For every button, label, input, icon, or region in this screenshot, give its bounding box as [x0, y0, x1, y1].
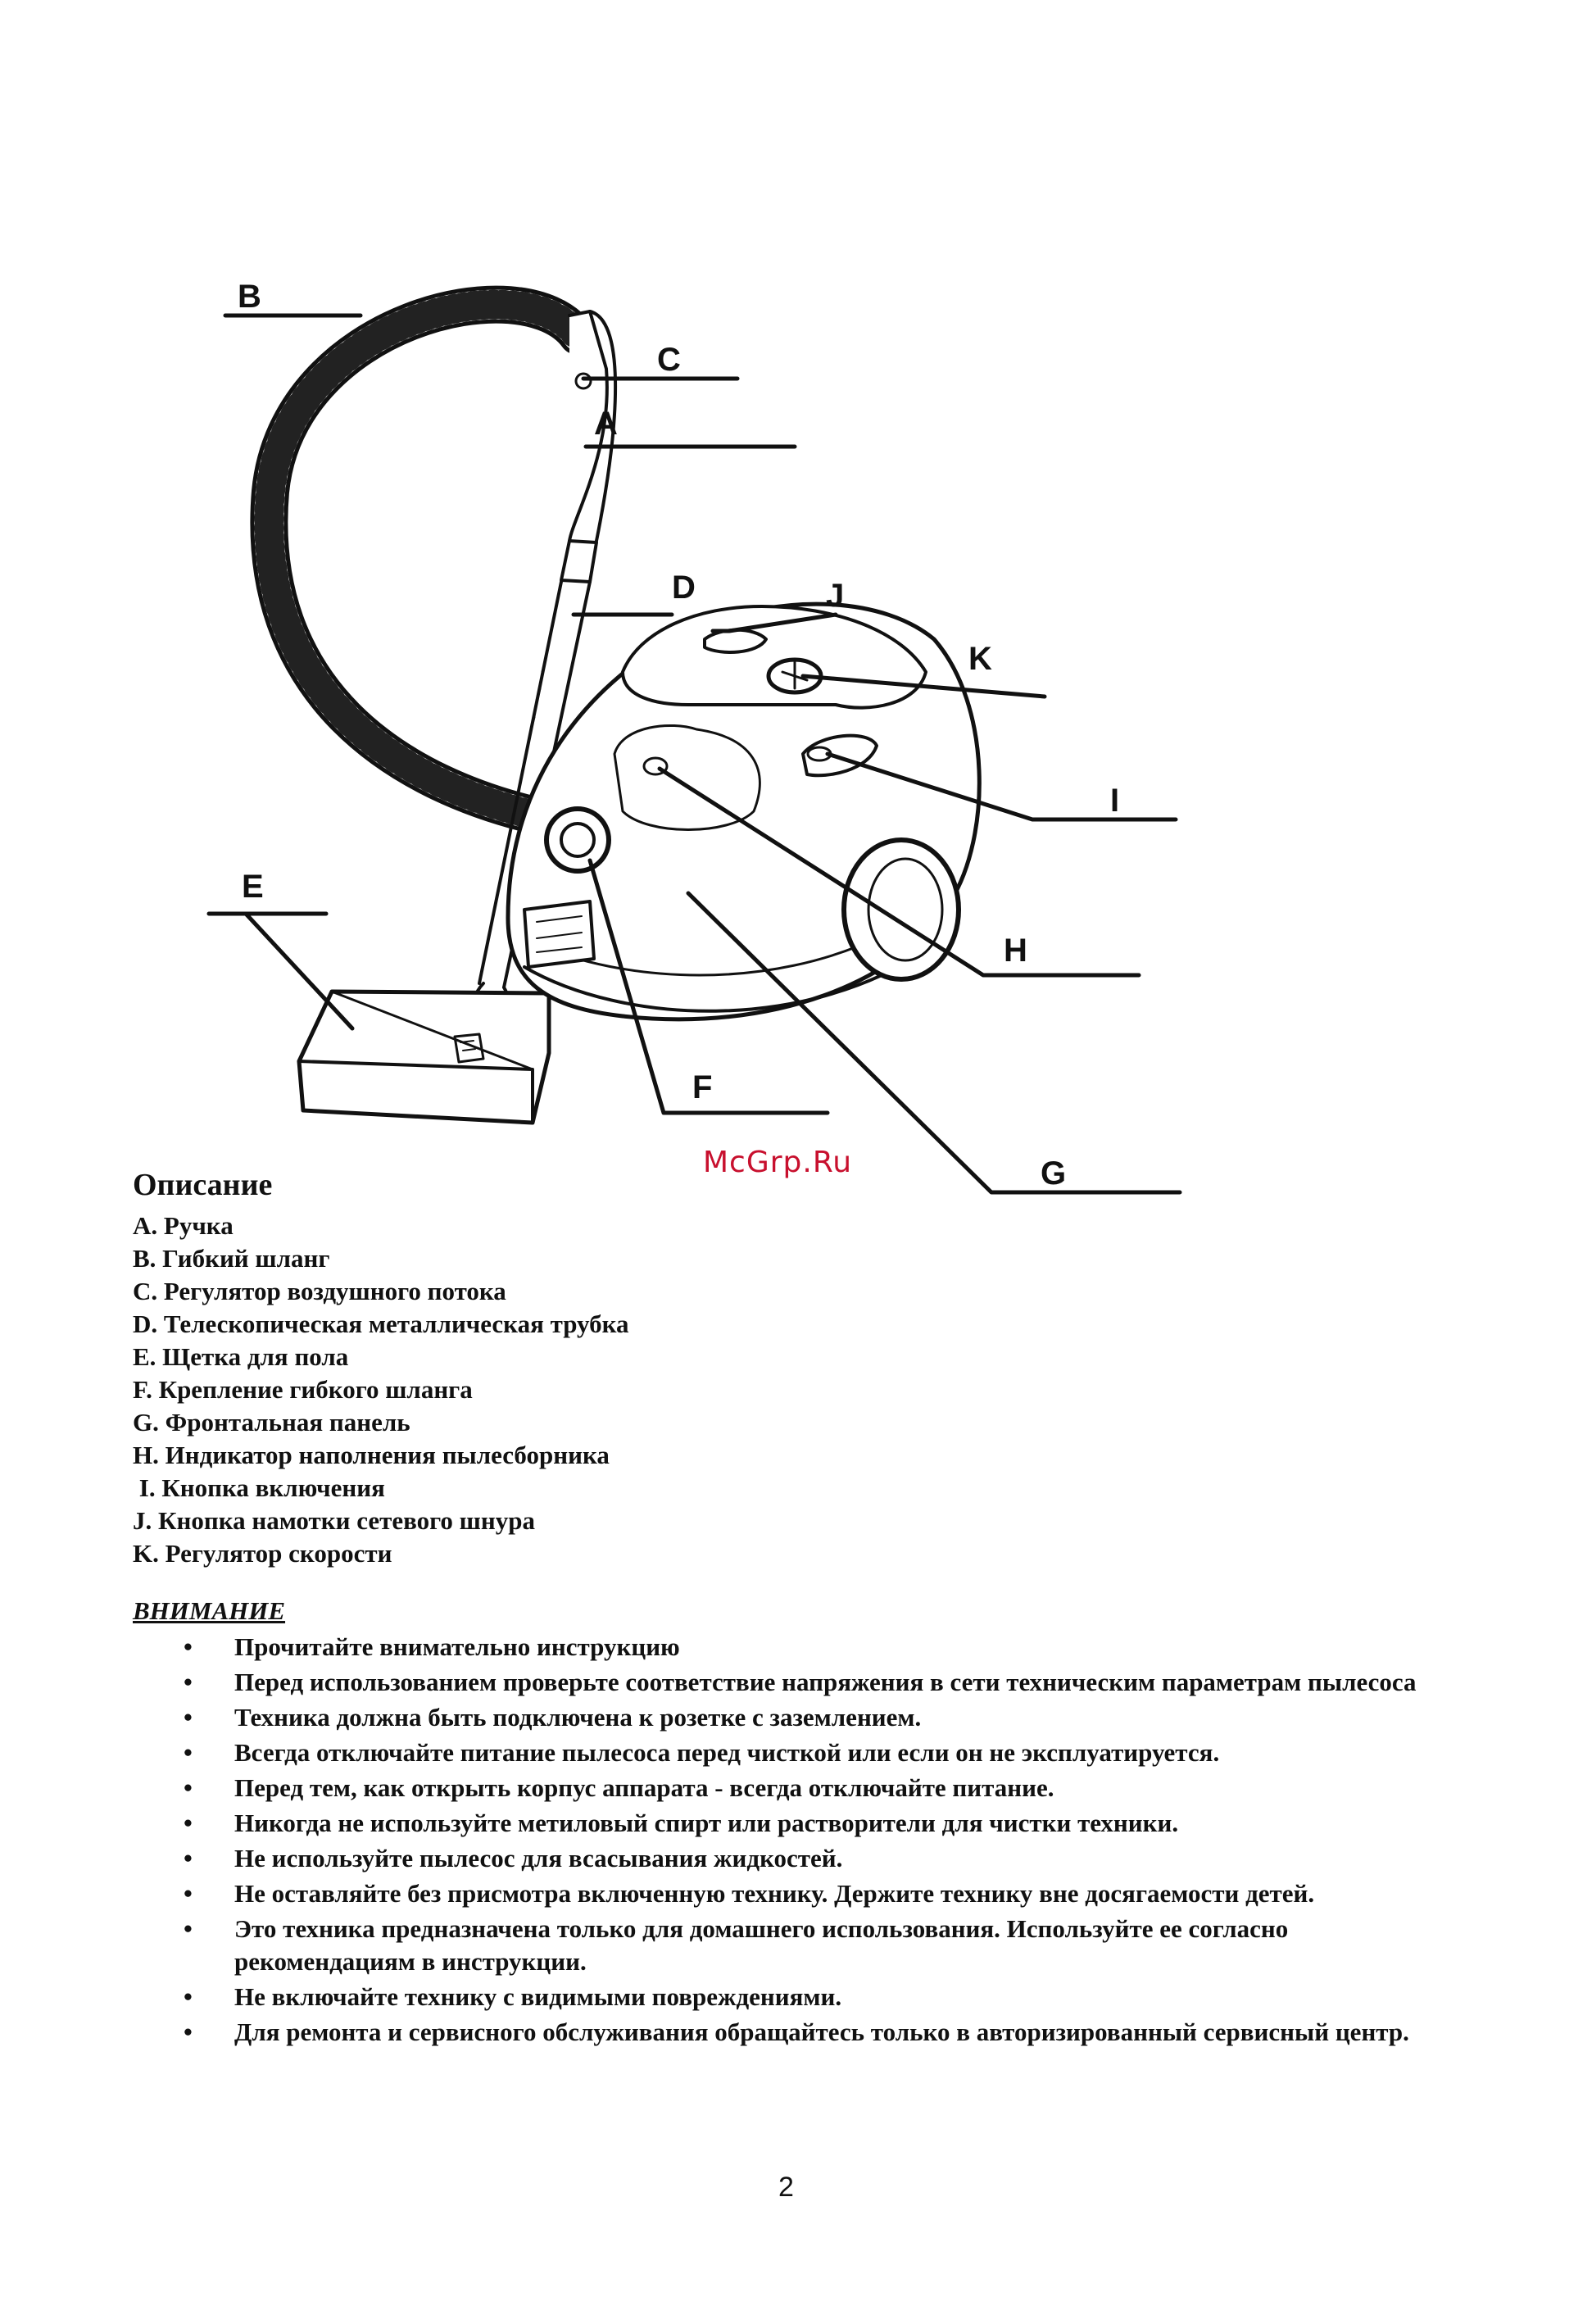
warning-text: Перед тем, как открыть корпус аппарата -… — [234, 1773, 1054, 1802]
bullet-icon: • — [184, 1632, 193, 1661]
warning-text: Это техника предназначена только для дом… — [234, 1914, 1289, 1976]
floor-brush-drawing — [297, 989, 551, 1125]
warning-text: Техника должна быть подключена к розетке… — [234, 1703, 922, 1732]
callout-f: F — [692, 1069, 712, 1105]
warning-text: Прочитайте внимательно инструкцию — [234, 1632, 680, 1661]
warning-text: Для ремонта и сервисного обслуживания об… — [234, 2018, 1409, 2046]
callout-e: E — [242, 869, 264, 905]
flexible-hose-drawing — [250, 285, 596, 838]
vacuum-cleaner-diagram: A B C D E F G H I J K — [206, 279, 1182, 1195]
part-item: E. Щетка для пола — [133, 1342, 349, 1371]
bullet-icon: • — [184, 1668, 193, 1696]
bullet-icon: • — [184, 1914, 193, 1943]
callout-a: A — [594, 406, 618, 442]
part-item: D. Телескопическая металлическая трубка — [133, 1310, 629, 1338]
callout-c: C — [657, 342, 681, 378]
warning-text: Никогда не используйте метиловый спирт и… — [234, 1809, 1179, 1837]
bullet-icon: • — [184, 1879, 193, 1908]
bullet-icon: • — [184, 2018, 193, 2046]
warning-text: Не включайте технику с видимыми поврежде… — [234, 1982, 842, 2011]
bullet-icon: • — [184, 1773, 193, 1802]
warning-list: • Прочитайте внимательно инструкцию • Пере… — [180, 1631, 1458, 2051]
part-item: H. Индикатор наполнения пылесборника — [133, 1441, 610, 1469]
callout-h: H — [1004, 933, 1027, 969]
part-item: I. Кнопка включения — [133, 1473, 385, 1502]
warning-text: Перед использованием проверьте соответст… — [234, 1668, 1417, 1696]
warning-text: Всегда отключайте питание пылесоса перед… — [234, 1738, 1220, 1767]
bullet-icon: • — [184, 1703, 193, 1732]
warning-text: Не используйте пылесос для всасывания жи… — [234, 1844, 843, 1872]
bullet-icon: • — [184, 1809, 193, 1837]
parts-list: A. Ручка B. Гибкий шланг C. Регулятор во… — [133, 1210, 629, 1570]
part-item: A. Ручка — [133, 1211, 234, 1240]
callout-leader-lines — [206, 313, 1182, 1195]
bullet-icon: • — [184, 1738, 193, 1767]
watermark: McGrp.Ru — [703, 1146, 853, 1179]
callout-i: I — [1110, 783, 1119, 819]
description-title: Описание — [133, 1168, 273, 1202]
part-item: G. Фронтальная панель — [133, 1408, 410, 1437]
warning-item: • Не оставляйте без присмотра включенную … — [180, 1877, 1458, 1910]
warning-title: ВНИМАНИЕ — [133, 1596, 286, 1625]
page-number: 2 — [778, 2172, 794, 2203]
warning-item: • Это техника предназначена только для до… — [180, 1913, 1458, 1978]
handle-drawing — [568, 310, 618, 542]
warning-item: • Перед использованием проверьте соответс… — [180, 1666, 1458, 1699]
warning-item: • Перед тем, как открыть корпус аппарата … — [180, 1772, 1458, 1804]
bullet-icon: • — [184, 1844, 193, 1872]
warning-item: • Не включайте технику с видимыми поврежд… — [180, 1981, 1458, 2013]
callout-j: J — [826, 578, 844, 614]
callout-g: G — [1041, 1155, 1066, 1192]
warning-item: • Для ремонта и сервисного обслуживания о… — [180, 2016, 1458, 2049]
warning-item: • Техника должна быть подключена к розетк… — [180, 1701, 1458, 1734]
callout-k: K — [968, 641, 992, 677]
warning-text: Не оставляйте без присмотра включенную т… — [234, 1879, 1315, 1908]
part-item: B. Гибкий шланг — [133, 1244, 330, 1273]
part-item: K. Регулятор скорости — [133, 1539, 392, 1568]
warning-item: • Всегда отключайте питание пылесоса пере… — [180, 1736, 1458, 1769]
warning-item: • Прочитайте внимательно инструкцию — [180, 1631, 1458, 1664]
part-item: C. Регулятор воздушного потока — [133, 1277, 506, 1305]
part-item: J. Кнопка намотки сетевого шнура — [133, 1506, 535, 1535]
warning-item: • Не используйте пылесос для всасывания ж… — [180, 1842, 1458, 1875]
vacuum-body-drawing — [506, 601, 982, 1022]
warning-item: • Никогда не используйте метиловый спирт … — [180, 1807, 1458, 1840]
callout-b: B — [238, 279, 261, 315]
bullet-icon: • — [184, 1982, 193, 2011]
callout-d: D — [672, 570, 696, 606]
part-item: F. Крепление гибкого шланга — [133, 1375, 473, 1404]
